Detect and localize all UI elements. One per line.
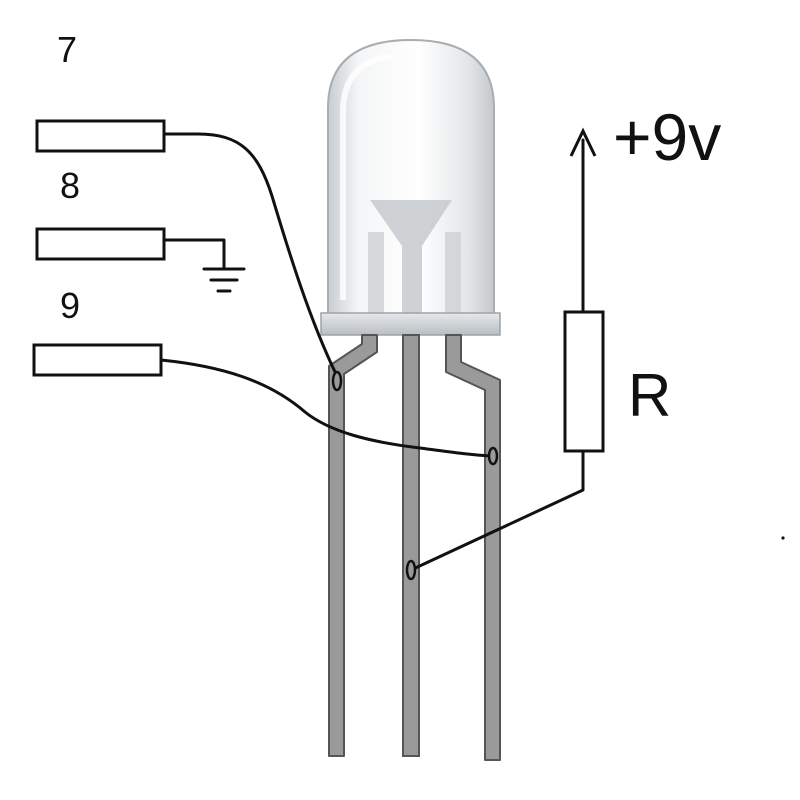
wire-resistor-to-middle-lead (409, 450, 585, 572)
led-body (320, 38, 501, 336)
resistor-label: R (628, 362, 671, 429)
ground-icon (202, 267, 246, 293)
pin-pad-8 (35, 227, 166, 261)
pin-pad-7 (35, 119, 166, 153)
led-post-right (445, 232, 461, 316)
dot-mark (781, 536, 785, 540)
lead-left (328, 334, 378, 757)
wire-pin9-to-right-lead (159, 358, 494, 458)
led-highlight (340, 53, 393, 300)
pin-label-8: 8 (60, 165, 80, 206)
resistor (563, 310, 605, 453)
led-post-left (368, 232, 384, 316)
supply-label: +9v (613, 100, 721, 174)
joint-middle-lead (405, 559, 417, 581)
wire-pin7-to-left-lead (162, 132, 338, 376)
led-flange (320, 312, 501, 336)
pin-label-7: 7 (57, 29, 77, 70)
pin-pad-9 (32, 343, 163, 377)
pin-label-9: 9 (60, 285, 80, 326)
wire-pin8-to-ground (162, 238, 226, 270)
arrow-up-icon (569, 127, 597, 157)
joint-right-lead (487, 446, 499, 466)
lead-right (445, 334, 501, 761)
led-anvil (370, 200, 452, 316)
led-leads (328, 334, 501, 761)
joint-left-lead (331, 370, 343, 392)
lead-middle (402, 334, 420, 757)
